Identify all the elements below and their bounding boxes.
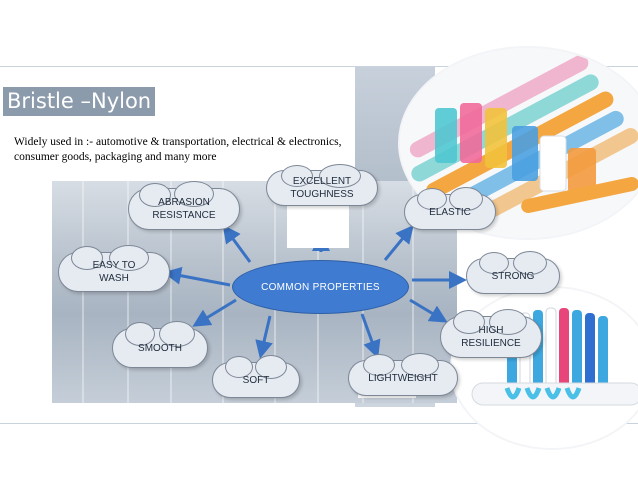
toothbrush-bristles-photo	[452, 288, 638, 448]
label-strong: STRONG	[491, 270, 535, 282]
intro-text: Widely used in :- automotive & transport…	[14, 136, 342, 163]
label-abrasion-resistance: ABRASION RESISTANCE	[152, 197, 216, 221]
bottom-divider	[0, 423, 638, 424]
top-divider	[0, 66, 638, 67]
common-properties-hub: COMMON PROPERTIES	[232, 260, 409, 314]
cloud-abrasion-resistance: ABRASION RESISTANCE	[128, 181, 240, 230]
cloud-excellent-toughness: EXCELLENT TOUGHNESS	[266, 164, 378, 206]
cloud-strong: STRONG	[466, 251, 560, 294]
label-soft: SOFT	[242, 374, 270, 386]
toothbrush-heads-photo	[400, 48, 638, 238]
cloud-lightweight: LIGHTWEIGHT	[348, 353, 458, 396]
label-excellent-toughness: EXCELLENT TOUGHNESS	[290, 176, 354, 200]
cloud-elastic: ELASTIC	[404, 187, 496, 230]
cloud-high-resilience: HIGH RESILIENCE	[440, 309, 542, 358]
slide-title: Bristle –Nylon	[3, 87, 156, 116]
label-easy-to-wash: EASY TO WASH	[92, 260, 136, 284]
label-lightweight: LIGHTWEIGHT	[368, 372, 438, 384]
cloud-soft: SOFT	[212, 355, 300, 398]
cloud-smooth: SMOOTH	[112, 321, 208, 368]
label-smooth: SMOOTH	[138, 342, 182, 354]
label-elastic: ELASTIC	[429, 206, 471, 218]
hub-label: COMMON PROPERTIES	[261, 281, 380, 293]
label-high-resilience: HIGH RESILIENCE	[461, 325, 521, 349]
cloud-easy-to-wash: EASY TO WASH	[58, 245, 170, 292]
